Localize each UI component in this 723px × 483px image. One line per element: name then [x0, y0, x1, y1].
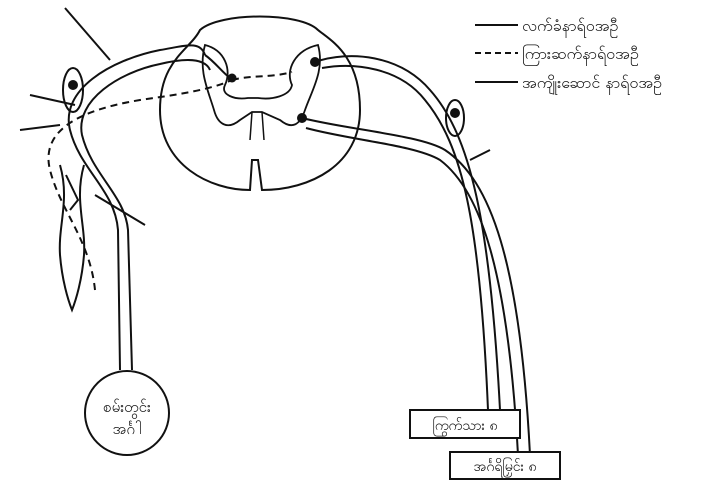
motor-neuron — [302, 56, 530, 455]
receptor-label-line1: စမ်းတွင်း — [103, 398, 151, 419]
legend-label-interneuron: ကြားဆက်နာရ်ဝအဦ — [522, 44, 639, 66]
sensory-neuron — [69, 45, 230, 370]
gland-effector: အင်္ဂရိမြှင်း ၈ — [450, 452, 560, 479]
interneuron — [48, 72, 292, 290]
legend: လက်ခံနာရ်ဝအဦ ကြားဆက်နာရ်ဝအဦ အကျိုးဆောင် … — [475, 16, 662, 95]
receptor-label-line2: အင်္ဂါ — [113, 420, 142, 438]
gland-label: အင်္ဂရိမြှင်း ၈ — [473, 458, 536, 477]
legend-label-motor: အကျိုးဆောင် နာရ်ဝအဦ — [522, 73, 662, 95]
receptor-organ: စမ်းတွင်း အင်္ဂါ — [85, 371, 169, 455]
muscle-label: ကြွက်သား ၈ — [432, 417, 497, 436]
spinal-cord — [160, 17, 360, 191]
muscle-effector: ကြွက်သား ၈ — [410, 410, 520, 438]
legend-label-sensory: လက်ခံနာရ်ဝအဦ — [522, 16, 618, 38]
cell-bodies — [228, 57, 321, 123]
nerve-branches-right — [470, 150, 490, 160]
